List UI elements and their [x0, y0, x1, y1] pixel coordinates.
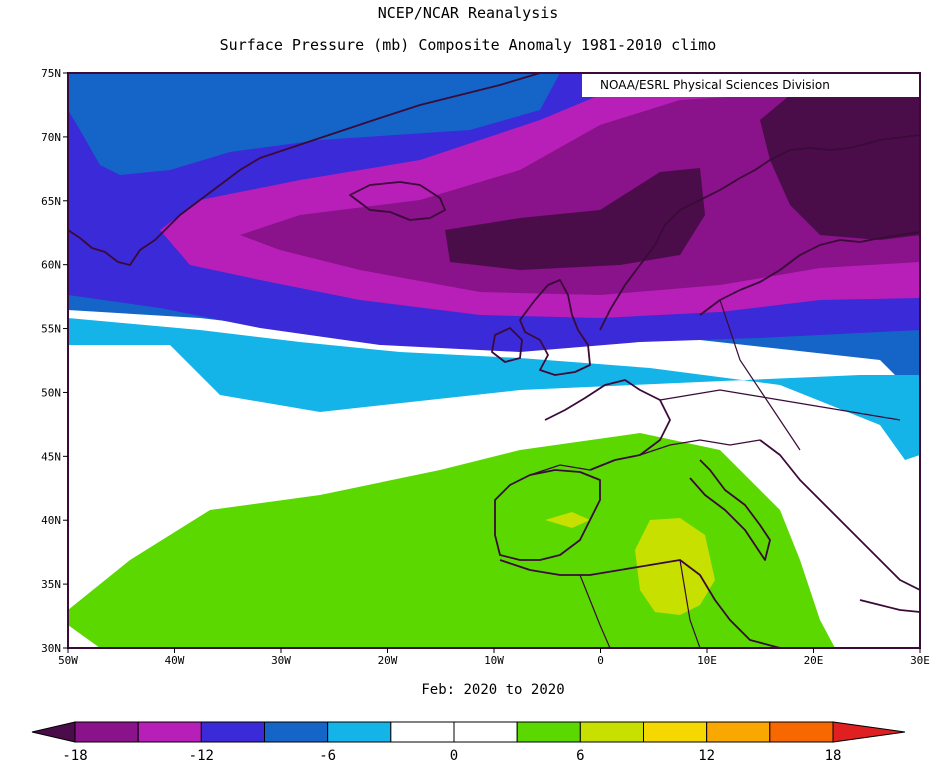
lon-tick-label: 40W: [165, 654, 185, 667]
coast-greenland: [68, 73, 541, 266]
colorbar-swatch: [390, 721, 455, 743]
coast-france: [544, 379, 671, 471]
colorbar-label: 18: [825, 748, 842, 764]
credit-label: NOAA/ESRL Physical Sciences Division: [600, 78, 830, 92]
colorbar-swatch: [264, 721, 329, 743]
band-yellow-green-west: [545, 512, 590, 528]
lon-tick-label: 0: [597, 654, 604, 667]
colorbar-arrow-high: [832, 721, 906, 743]
lon-tick-label: 30W: [271, 654, 291, 667]
colorbar-swatch: [74, 721, 139, 743]
lat-tick-label: 30N: [41, 642, 61, 655]
band-purple: [240, 85, 920, 295]
band-light-blue: [68, 318, 920, 460]
lat-tick-label: 70N: [41, 131, 61, 144]
lon-tick-label: 10E: [697, 654, 717, 667]
colorbar-swatch: [769, 721, 834, 743]
border-algeria-tunisia: [679, 559, 701, 648]
colorbar-arrow-low: [31, 721, 76, 743]
coast-iberia: [494, 469, 601, 561]
colorbar-swatch: [706, 721, 771, 743]
lon-tick-label: 20E: [804, 654, 824, 667]
colorbar-swatch: [200, 721, 265, 743]
longitude-ticks: 50W 40W 30W 20W 10W 0 10E 20E 30E: [58, 648, 930, 667]
band-deep-purple-east: [760, 90, 920, 240]
period-label: Feb: 2020 to 2020: [421, 682, 564, 698]
coast-north-africa: [499, 559, 781, 648]
lon-tick-label: 20W: [378, 654, 398, 667]
lat-tick-label: 55N: [41, 323, 61, 336]
band-blue-upper: [68, 73, 560, 175]
lat-tick-label: 60N: [41, 259, 61, 272]
colorbar-swatch: [327, 721, 392, 743]
border-central-europe: [659, 389, 901, 421]
colorbar-label: 12: [698, 748, 715, 764]
colorbar-swatch: [137, 721, 202, 743]
lat-tick-label: 40N: [41, 514, 61, 527]
latitude-ticks: 75N 70N 65N 60N 55N 50N 45N 40N 35N 30N: [41, 67, 68, 655]
coast-turkey: [859, 599, 920, 613]
map-subtitle: Surface Pressure (mb) Composite Anomaly …: [219, 36, 717, 54]
lon-tick-label: 30E: [910, 654, 930, 667]
colorbar-label: 0: [450, 748, 458, 764]
colorbar-swatch: [453, 721, 518, 743]
coast-baltic: [699, 231, 920, 316]
colorbar-label: -6: [319, 748, 336, 764]
lat-tick-label: 35N: [41, 578, 61, 591]
coastlines: [68, 73, 920, 648]
coast-iceland: [349, 181, 446, 221]
colorbar-label: 6: [576, 748, 584, 764]
lat-tick-label: 65N: [41, 195, 61, 208]
coast-scandinavia: [599, 134, 920, 331]
lat-tick-label: 75N: [41, 67, 61, 80]
band-deep-purple-west: [445, 168, 705, 270]
credit-box: [582, 73, 920, 97]
band-yellow-green-east: [635, 518, 715, 615]
border-spain-france: [529, 464, 591, 476]
lon-tick-label: 10W: [484, 654, 504, 667]
colorbar-label: -18: [62, 748, 87, 764]
borders: [529, 299, 901, 648]
border-maghreb: [579, 574, 611, 648]
colorbar-swatch: [579, 721, 644, 743]
lat-tick-label: 45N: [41, 450, 61, 463]
lon-tick-label: 50W: [58, 654, 78, 667]
colorbar-swatch: [643, 721, 708, 743]
colorbar-label: -12: [189, 748, 214, 764]
coast-ireland: [491, 327, 523, 363]
lat-tick-label: 50N: [41, 386, 61, 399]
coast-britain: [519, 279, 591, 376]
coast-balkans: [759, 439, 920, 591]
colorbar-swatch: [516, 721, 581, 743]
map-title: NCEP/NCAR Reanalysis: [377, 4, 559, 22]
border-east-europe: [719, 299, 801, 451]
coast-italy: [689, 459, 771, 561]
border-alps: [639, 439, 761, 456]
map-field: NOAA/ESRL Physical Sciences Division: [68, 73, 920, 648]
